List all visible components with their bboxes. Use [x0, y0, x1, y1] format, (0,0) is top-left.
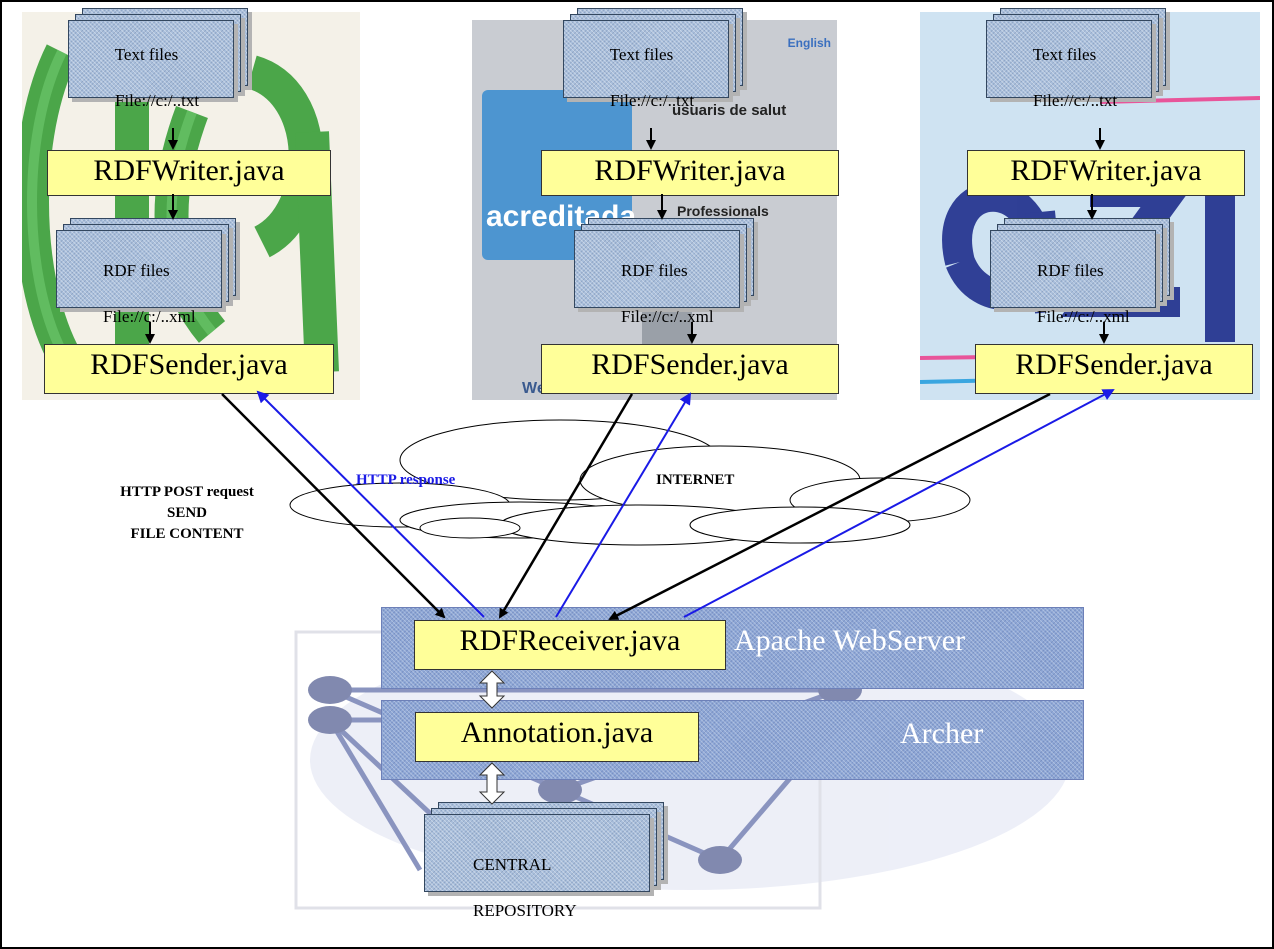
site2-bg-english: English [787, 36, 831, 50]
site3-text-files: Text files File://c:/..txt [986, 8, 1176, 110]
request-arrow-site3 [608, 392, 1051, 621]
site3-rdfwriter: RDFWriter.java [967, 150, 1245, 196]
annotation: Annotation.java [415, 712, 699, 762]
double-arrow-receiver-annotation [478, 670, 506, 709]
site2-text-files-title: Text files [609, 45, 674, 64]
site2-rdf-files-path: File://c:/..xml [621, 307, 714, 326]
site2-rdfwriter: RDFWriter.java [541, 150, 839, 196]
archer-label: Archer [900, 717, 984, 750]
response-arrow-site1 [256, 390, 485, 618]
site1-rdf-files-title: RDF files [103, 261, 170, 280]
site1-rdfsender: RDFSender.java [44, 344, 334, 394]
central-repository-line2: REPOSITORY [473, 901, 577, 920]
site3-rdf-files-path: File://c:/..xml [1037, 307, 1130, 326]
site3-text-files-path: File://c:/..txt [1033, 91, 1118, 110]
site2-text-files-path: File://c:/..txt [610, 91, 695, 110]
site2-bg-professionals: Professionals [677, 203, 769, 219]
site2-text-files: Text files File://c:/..txt [563, 8, 753, 110]
site2-rdf-files: RDF files File://c:/..xml [574, 218, 764, 326]
site2-rdfsender: RDFSender.java [541, 344, 839, 394]
site1-rdf-files: RDF files File://c:/..xml [56, 218, 246, 326]
site1-text-files-title: Text files [114, 45, 179, 64]
site1-rdf-files-path: File://c:/..xml [103, 307, 196, 326]
central-repository-line1: CENTRAL [473, 855, 552, 874]
site2-bg-usuaris: usuaris de salut [672, 102, 787, 119]
site3-rdf-files: RDF files File://c:/..xml [990, 218, 1180, 326]
site3-rdfsender: RDFSender.java [975, 344, 1253, 394]
site3-text-files-title: Text files [1032, 45, 1097, 64]
internet-label: INTERNET [656, 472, 735, 488]
response-arrow-site2 [555, 392, 692, 618]
rdfreceiver: RDFReceiver.java [414, 620, 726, 670]
double-arrow-annotation-repository [478, 762, 506, 805]
http-response-label: HTTP response [356, 472, 456, 488]
http-post-request-label: HTTP POST request SEND FILE CONTENT [120, 484, 254, 542]
request-arrow-site2 [498, 393, 634, 619]
site1-rdfwriter: RDFWriter.java [47, 150, 331, 196]
site3-rdf-files-title: RDF files [1037, 261, 1104, 280]
request-arrow-site1 [221, 393, 446, 619]
site1-text-files-path: File://c:/..txt [115, 91, 200, 110]
apache-webserver-label: Apache WebServer [734, 624, 966, 657]
site1-text-files: Text files File://c:/..txt [68, 8, 258, 110]
central-repository: CENTRAL REPOSITORY [424, 802, 664, 920]
site2-rdf-files-title: RDF files [621, 261, 688, 280]
response-arrow-site3 [683, 389, 1115, 618]
